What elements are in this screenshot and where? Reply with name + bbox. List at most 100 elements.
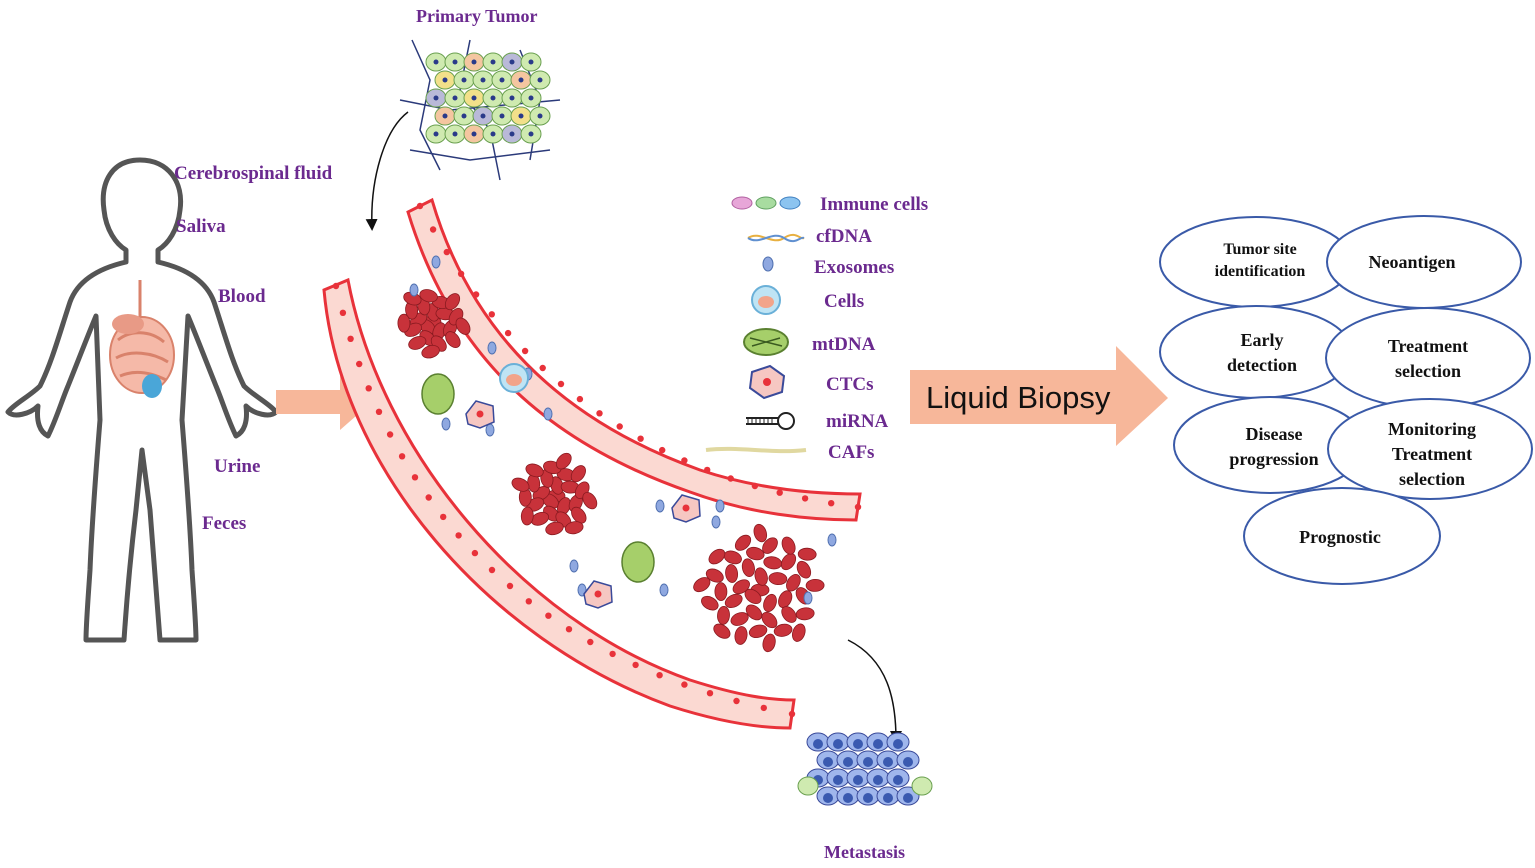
wall-nucleus	[539, 364, 546, 372]
caf-icon	[705, 446, 807, 454]
fluid-label-feces: Feces	[202, 513, 246, 534]
ctc-icon	[748, 364, 786, 400]
red-blood-cell	[763, 593, 777, 613]
tumor-cell-nucleus	[509, 59, 515, 65]
wall-nucleus	[472, 291, 480, 298]
tumor-cell-nucleus	[452, 95, 458, 101]
red-blood-cell	[708, 548, 726, 565]
wall-nucleus	[332, 282, 340, 290]
wall-nucleus	[471, 549, 479, 557]
red-blood-cell	[717, 606, 730, 625]
wall-nucleus	[525, 598, 532, 605]
metastasis-label: Metastasis	[824, 842, 905, 862]
exosome	[803, 591, 813, 605]
red-blood-cell	[570, 465, 586, 483]
app-tumor-site-line2: identification	[1215, 263, 1306, 280]
exosome	[485, 423, 495, 437]
legend-label-ctcs: CTCs	[826, 374, 874, 395]
applications-cluster: Tumor site identification Neoantigen Ear…	[1159, 215, 1533, 585]
metastasis-cell-nucleus	[863, 757, 873, 767]
exosome	[655, 499, 665, 513]
wall-nucleus	[788, 710, 796, 718]
metastasis-cell-nucleus	[873, 739, 883, 749]
tumor-cell-nucleus	[471, 59, 477, 65]
wall-nucleus	[429, 226, 437, 233]
wall-nucleus	[587, 638, 594, 646]
app-tumor-site-line1: Tumor site	[1223, 241, 1296, 258]
tumor-cell-nucleus	[499, 77, 505, 83]
red-blood-cell	[419, 289, 438, 303]
exosome	[431, 255, 441, 269]
mtdna-icon	[743, 328, 789, 356]
tumor-cell-nucleus	[452, 59, 458, 65]
red-blood-cell	[761, 611, 778, 629]
red-blood-cell	[763, 556, 783, 570]
metastasis-cell-nucleus	[903, 793, 913, 803]
wall-nucleus	[488, 566, 496, 574]
red-blood-cell	[734, 534, 752, 551]
tumor-cell-nucleus	[528, 59, 534, 65]
wall-nucleus	[681, 681, 688, 688]
mtdna	[621, 541, 655, 583]
legend: Immune cells cfDNA Exosomes Cells mtDNA …	[705, 194, 928, 463]
red-blood-cell	[773, 623, 793, 637]
primary-tumor-label: Primary Tumor	[416, 6, 538, 26]
app-early-line2: detection	[1227, 355, 1297, 375]
wall-nucleus	[545, 612, 552, 619]
red-blood-cell	[768, 572, 788, 586]
red-blood-cell	[748, 624, 768, 639]
wall-nucleus	[659, 446, 666, 454]
metastasis-cell-nucleus	[893, 775, 903, 785]
human-body-figure	[5, 157, 279, 643]
legend-label-exosomes: Exosomes	[814, 257, 894, 278]
exosome	[441, 417, 451, 431]
red-blood-cell	[545, 521, 564, 536]
cell-icon	[751, 285, 781, 315]
exosome	[827, 533, 837, 547]
legend-label-immune-cells: Immune cells	[820, 194, 928, 215]
tumor-cell-nucleus	[490, 59, 496, 65]
tumor-cell-nucleus	[471, 95, 477, 101]
exosome	[569, 559, 579, 573]
red-blood-cell	[582, 491, 598, 510]
red-blood-cell	[408, 335, 427, 350]
wall-nucleus	[398, 453, 406, 460]
app-neoantigen-label: Neoantigen	[1369, 252, 1456, 272]
wall-nucleus	[386, 431, 394, 438]
ctc-nucleus	[682, 504, 690, 512]
tumor-cell-nucleus	[442, 77, 448, 83]
red-blood-cell	[444, 293, 461, 311]
immune-cells-icon	[731, 196, 801, 210]
metastasis-cell	[797, 776, 819, 796]
red-blood-cell	[778, 590, 793, 609]
wall-nucleus	[776, 489, 783, 496]
tumor-cell-nucleus	[528, 131, 534, 137]
exosome	[715, 499, 725, 513]
tumor-cell-nucleus	[528, 95, 534, 101]
wall-nucleus	[656, 672, 663, 679]
red-blood-cell	[796, 560, 812, 579]
tumor-cell-nucleus	[518, 113, 524, 119]
wall-nucleus	[706, 690, 714, 697]
app-prognostic-label: Prognostic	[1299, 527, 1381, 547]
legend-label-mtdna: mtDNA	[812, 334, 876, 355]
tumor-cell-nucleus	[452, 131, 458, 137]
wall-nucleus	[854, 503, 862, 511]
app-early-line1: Early	[1241, 330, 1284, 350]
tumor-cell-nucleus	[433, 131, 439, 137]
app-ellipse-prognostic	[1243, 487, 1441, 585]
metastasis-cell-nucleus	[833, 739, 843, 749]
wall-nucleus	[733, 697, 740, 705]
wall-nucleus	[440, 513, 447, 521]
red-blood-cell	[525, 463, 544, 478]
red-blood-cell	[571, 506, 587, 524]
fluid-label-urine: Urine	[214, 456, 260, 477]
wall-nucleus	[596, 410, 603, 417]
tumor-to-vessel-arrow	[365, 111, 409, 231]
app-ellipse-treatment-selection	[1325, 307, 1531, 409]
red-blood-cell	[714, 582, 728, 601]
metastasis-cell-nucleus	[883, 757, 893, 767]
app-monitoring-line1: Monitoring	[1388, 419, 1476, 439]
red-blood-cell	[445, 331, 461, 348]
